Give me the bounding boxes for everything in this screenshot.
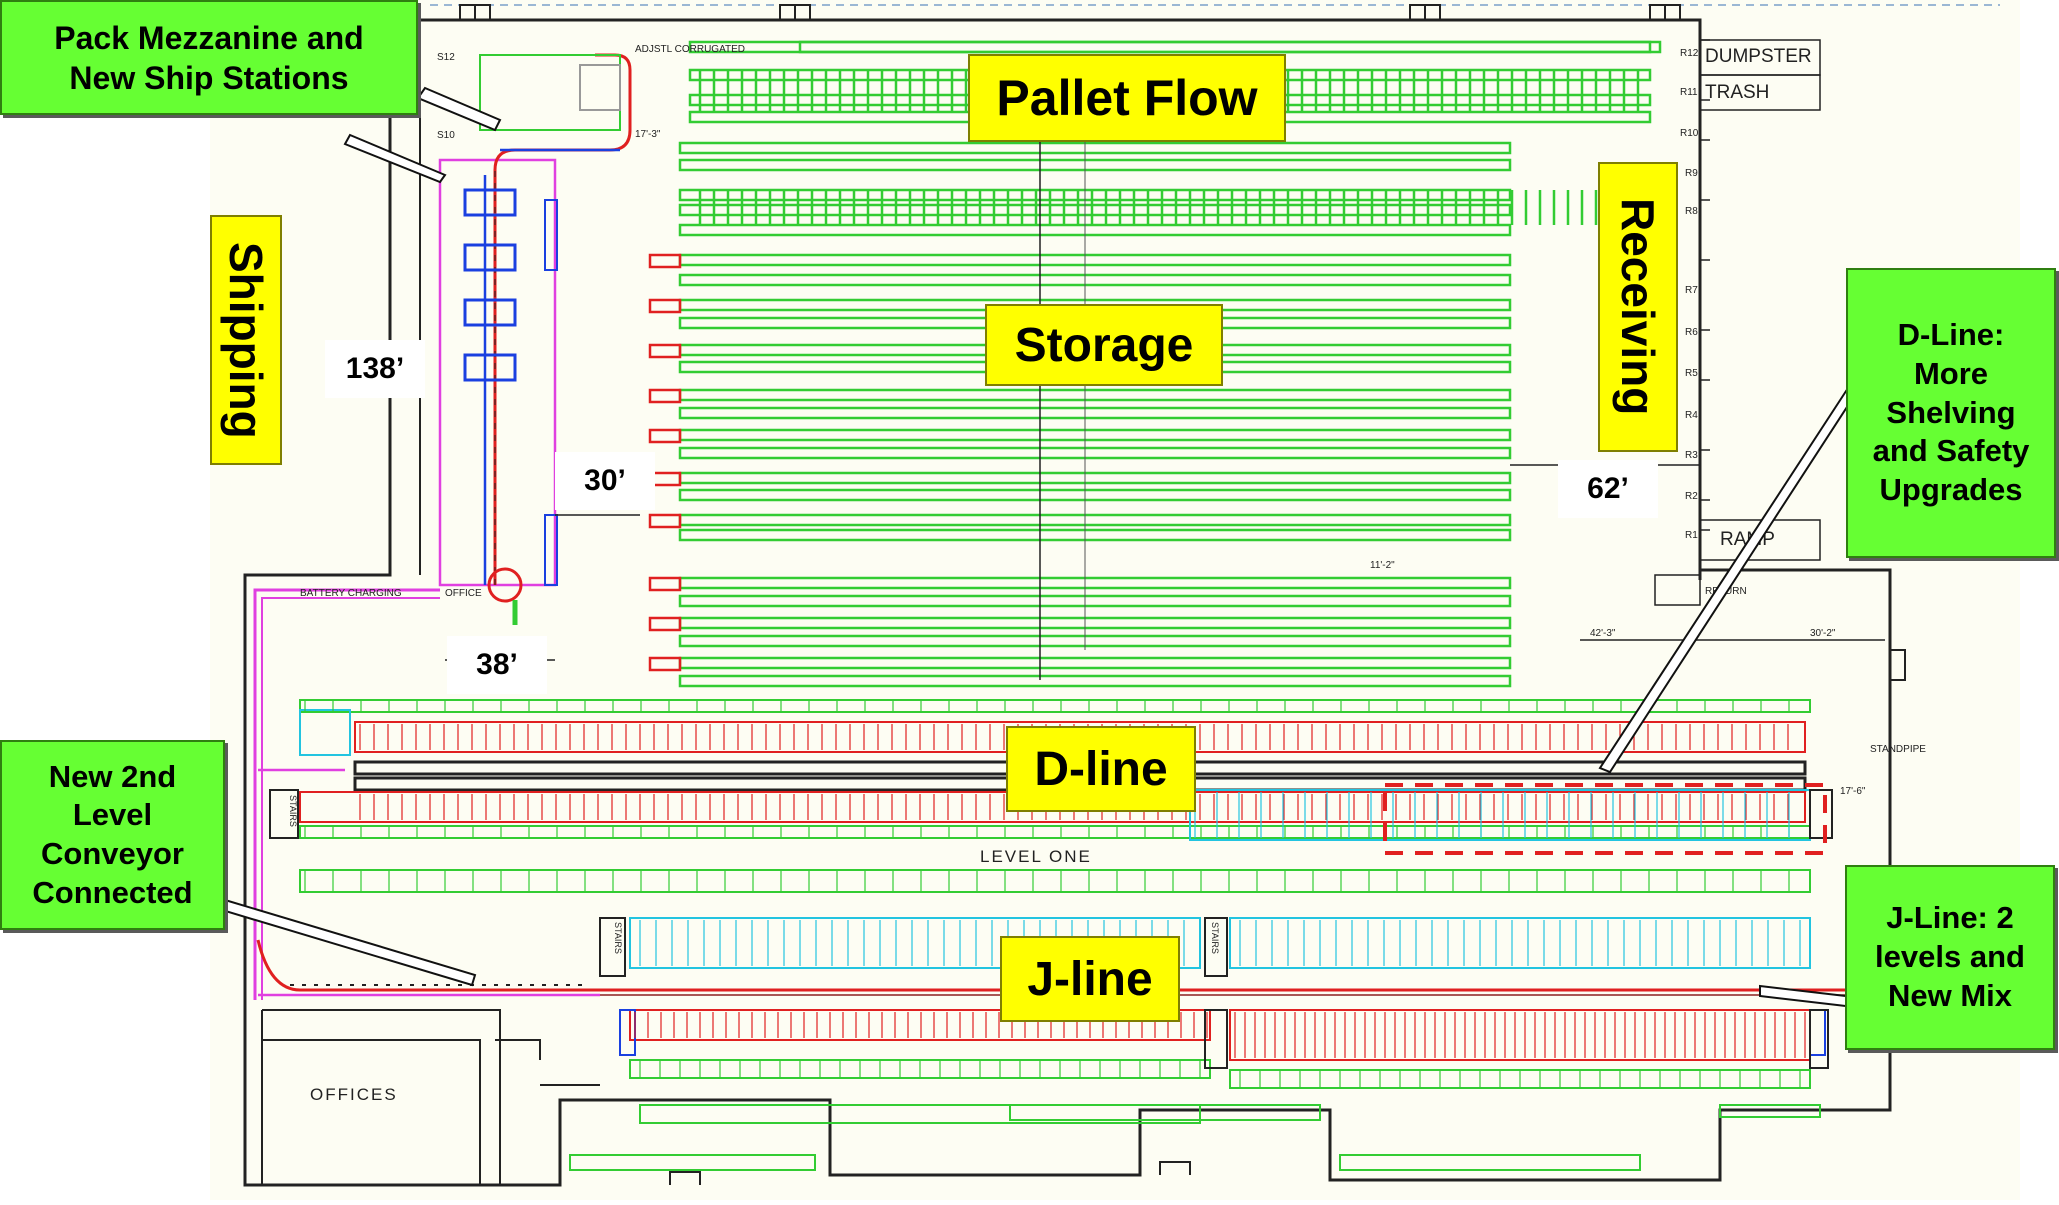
rack-end-cap [648,388,682,404]
battery-charging-text: BATTERY CHARGING [300,588,402,599]
storage-rack-row [678,594,1512,608]
standpipe-text: STANDPIPE [1870,744,1926,755]
rack-end-cap [648,576,682,592]
pack-mezzanine-conveyor [438,53,632,625]
s10-text: S10 [437,130,455,141]
r10-text: R10 [1680,128,1699,139]
j-line-upgrade-callout: J-Line: 2 levels and New Mix [1845,865,2055,1050]
pallet-flow-row [678,203,1512,217]
j-line-label: J-line [1000,936,1180,1022]
rack-end-caps [648,253,682,672]
dim-17-6-text: 17'-6" [1840,786,1866,797]
pallet-flow-label: Pallet Flow [968,54,1286,142]
rack-end-cap [648,616,682,632]
receiving-label: Receiving [1598,162,1678,452]
dim-30-2-text: 30'-2" [1810,628,1836,639]
r12-text: R12 [1680,48,1699,59]
rack-end-cap [648,253,682,269]
pallet-flow-row [678,223,1512,237]
dimension-138: 138’ [325,340,425,398]
offices-text: OFFICES [310,1085,398,1104]
storage-rack-row [678,488,1512,502]
storage-rack-row [678,634,1512,648]
r1-text: R1 [1685,530,1698,541]
dimension-62: 62’ [1558,460,1658,518]
dumpster-text: DUMPSTER [1705,46,1812,67]
rack-end-cap [648,656,682,672]
storage-rack-row [678,674,1512,688]
r3-text: R3 [1685,450,1698,461]
stairs-text-j2: STAIRS [1210,922,1220,954]
callout-leaders [220,86,1881,1012]
level-one-text: LEVEL ONE [980,847,1092,866]
r11-text: R11 [1680,87,1698,98]
d-line-label: D-line [1006,726,1196,812]
adjstl-text: ADJSTL CORRUGATED [635,44,745,55]
dim-17-3-text: 17'-3" [635,129,661,140]
office-text: OFFICE [445,588,482,599]
rack-end-cap [648,343,682,359]
storage-rack-row [678,528,1512,542]
dim-11-2-text: 11'-2" [1370,560,1395,571]
r4-text: R4 [1685,410,1698,421]
r8-text: R8 [1685,206,1698,217]
pallet-flow-top-row [798,40,1662,54]
r7-text: R7 [1685,285,1698,296]
shipping-label: Shipping [210,215,282,465]
r6-text: R6 [1685,327,1698,338]
plan-annotations: DUMPSTER TRASH RAMP LEVEL ONE OFFICES BA… [288,44,1926,1104]
pallet-flow-row [678,158,1512,172]
column-markers [459,4,1906,1185]
r9-text: R9 [1685,168,1698,179]
second-level-conveyor [253,588,1850,1000]
dimension-30: 30’ [555,452,655,510]
r2-text: R2 [1685,491,1698,502]
dimension-38: 38’ [447,636,547,694]
r5-text: R5 [1685,368,1698,379]
storage-rack-row [678,446,1512,460]
rack-end-cap [648,298,682,314]
pallet-flow-row [678,141,1512,155]
rack-end-cap [648,428,682,444]
storage-rack-row [678,273,1512,287]
storage-label: Storage [985,304,1223,386]
offices-block [261,1009,600,1185]
trash-text: TRASH [1705,82,1769,103]
dim-42-3-text: 42'-3" [1590,628,1616,639]
stairs-text-d: STAIRS [288,795,298,827]
storage-rack-row [678,406,1512,420]
d-line-upgrade-callout: D-Line: More Shelving and Safety Upgrade… [1846,268,2056,558]
pack-mezzanine-callout: Pack Mezzanine and New Ship Stations [0,0,418,115]
conveyor-callout: New 2nd Level Conveyor Connected [0,740,225,930]
s12-text: S12 [437,52,455,63]
rack-end-cap [648,513,682,529]
stairs-text-j: STAIRS [613,922,623,954]
pallet-flow-row [678,188,1512,202]
dock-doors [1654,39,1821,606]
